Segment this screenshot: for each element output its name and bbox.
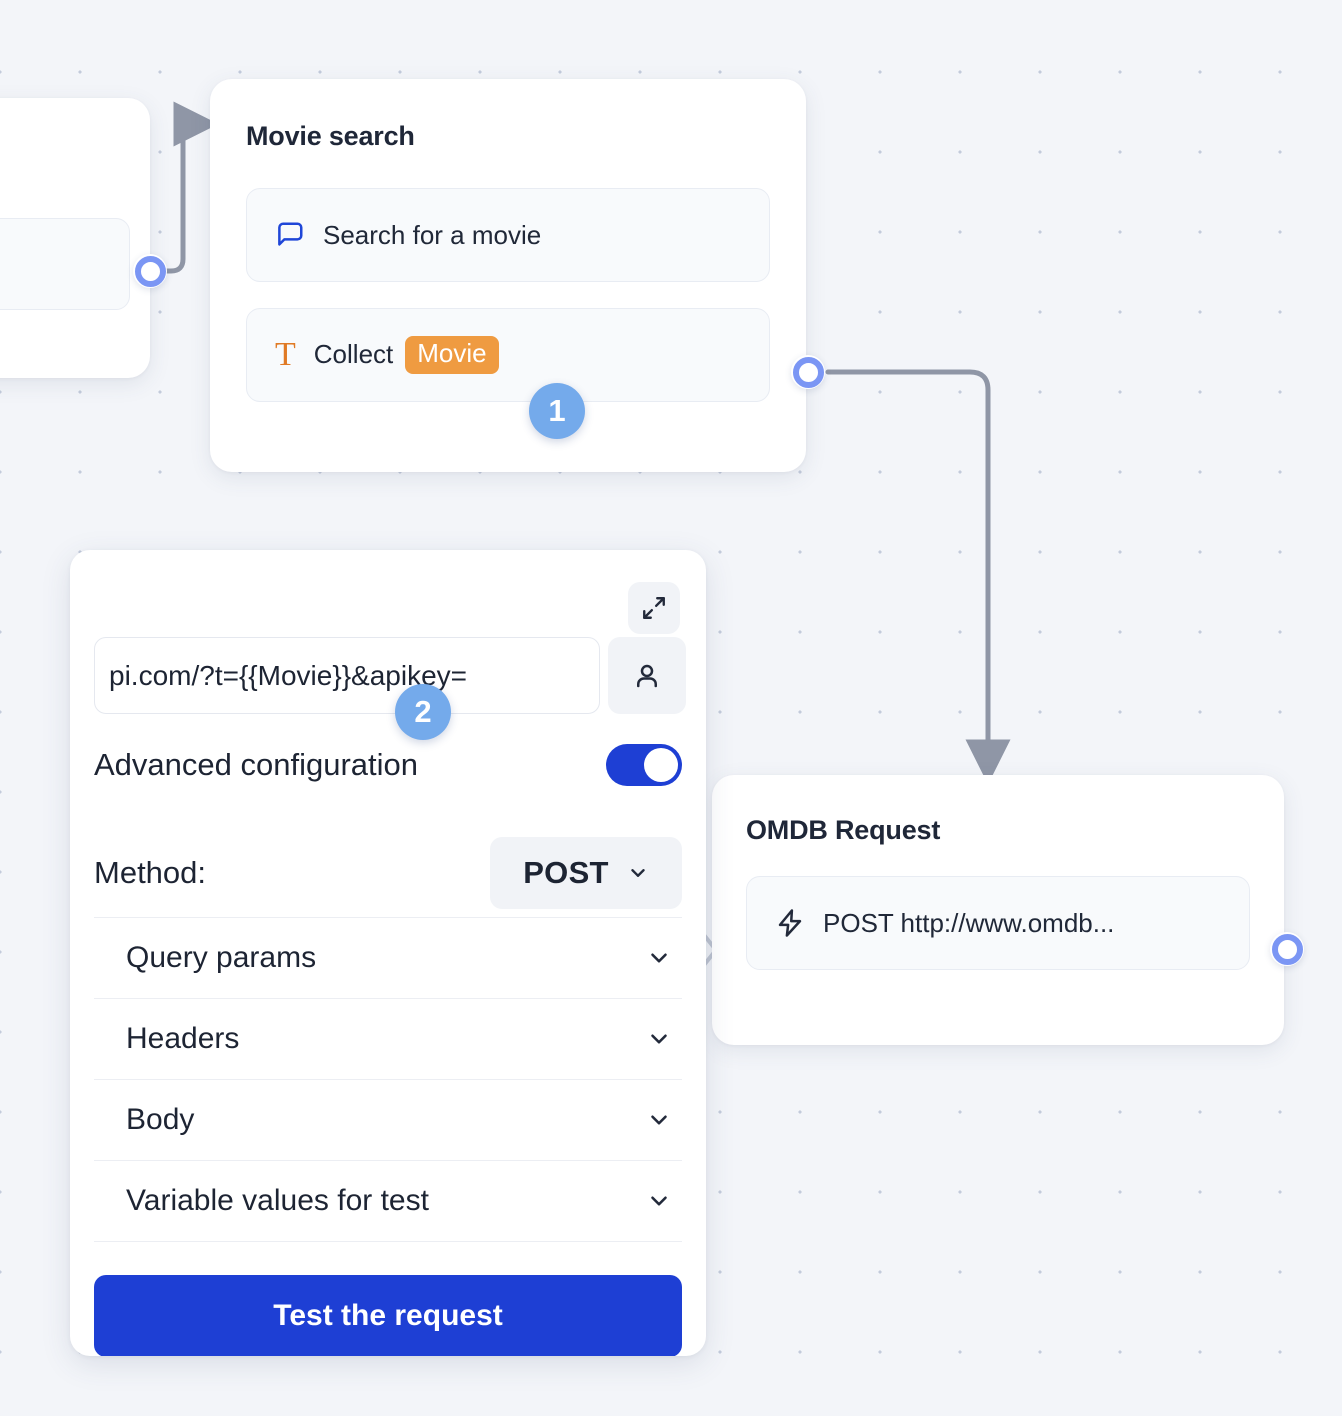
section-body[interactable]: Body [94,1080,682,1161]
node-movie-search[interactable]: Movie search Search for a movie T Collec… [210,79,806,472]
chevron-down-icon [651,1115,667,1125]
node-previous-step-row[interactable] [0,218,130,310]
method-select[interactable]: POST [490,837,682,909]
port-previous-step-output[interactable] [133,254,167,288]
expand-diagonal-icon [643,597,665,619]
section-label: Body [126,1103,195,1136]
speech-bubble-icon [275,220,305,250]
node-row-label: POST http://www.omdb... [823,907,1115,938]
chevron-down-icon [651,1196,667,1206]
section-query-params[interactable]: Query params [94,918,682,999]
section-headers[interactable]: Headers [94,999,682,1080]
lightning-bolt-icon [775,908,805,938]
edge-movie-to-omdb [825,369,1011,785]
expand-icon-button[interactable] [628,582,680,634]
section-label: Variable values for test [126,1184,429,1217]
node-omdb-request[interactable]: OMDB Request POST http://www.omdb... [712,775,1284,1045]
advanced-configuration-row: Advanced configuration [94,744,682,786]
method-label: Method: [94,855,207,890]
node-previous-step[interactable] [0,98,150,378]
node-row-collect-movie[interactable]: T Collect Movie [246,308,770,402]
section-variable-values-for-test[interactable]: Variable values for test [94,1161,682,1242]
auth-user-button[interactable] [608,637,686,714]
port-movie-search-output[interactable] [791,355,825,389]
advanced-configuration-label: Advanced configuration [94,747,419,782]
node-row-label-collect: Collect Movie [314,336,499,374]
chevron-down-icon [631,869,645,877]
request-config-panel[interactable]: Advanced configuration Method: POST Quer… [70,550,706,1356]
node-movie-search-title: Movie search [246,121,415,151]
node-row-post-request[interactable]: POST http://www.omdb... [746,876,1250,970]
text-field-icon: T [275,336,296,373]
chevron-down-icon [651,1034,667,1044]
method-value: POST [523,855,609,890]
url-row [94,637,686,714]
port-omdb-request-output[interactable] [1270,932,1304,966]
node-row-search-for-a-movie[interactable]: Search for a movie [246,188,770,282]
config-sections: Query params Headers Body Variable value… [94,917,682,1242]
chevron-down-icon [651,953,667,963]
variable-chip-movie[interactable]: Movie [405,336,499,374]
request-url-input[interactable] [94,637,600,714]
edge-left-to-movie [163,101,219,274]
advanced-configuration-toggle[interactable] [606,744,682,786]
person-icon [637,664,657,687]
method-row: Method: POST [94,837,682,909]
node-omdb-request-title: OMDB Request [746,815,941,845]
step-badge-2: 2 [395,684,451,740]
collect-label: Collect [313,339,394,370]
test-the-request-button[interactable]: Test the request [94,1275,682,1356]
section-label: Query params [126,941,317,974]
node-row-label: Search for a movie [323,219,542,250]
section-label: Headers [126,1022,240,1055]
step-badge-1: 1 [529,383,585,439]
